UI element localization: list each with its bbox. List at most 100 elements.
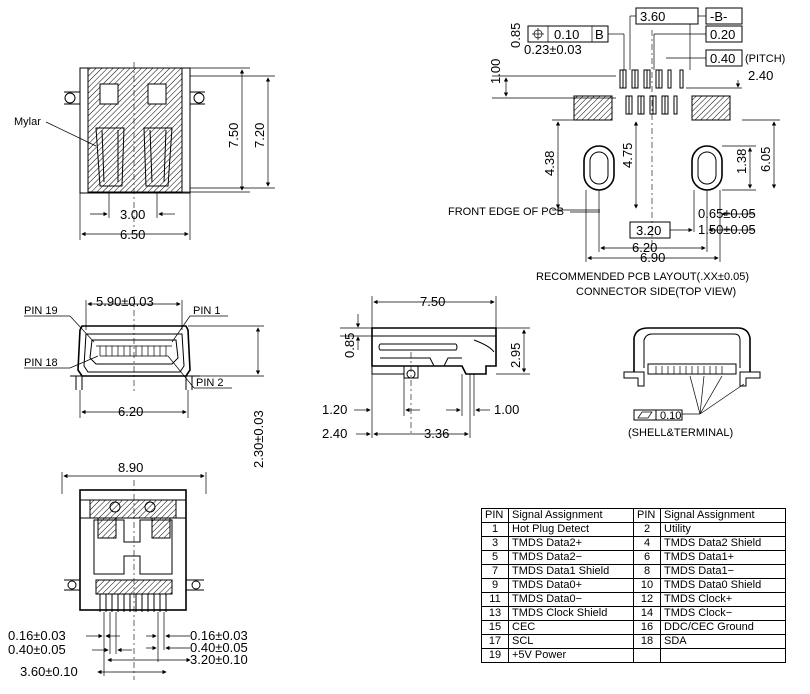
header-pin: PIN (481, 508, 509, 523)
side-dim-085: 0.85 (342, 333, 357, 358)
pin-number: 2 (633, 522, 661, 537)
bottom-dim-016-right: 0.16±0.03 (190, 628, 248, 643)
pin-signal: TMDS Data2+ (508, 536, 634, 551)
pcb-dim-150: 1.50±0.05 (698, 222, 756, 237)
table-row: 15 CEC 16 DDC/CEC Ground (481, 620, 786, 635)
pin-signal: CEC (508, 620, 634, 635)
side-dim-336: 3.36 (424, 426, 449, 441)
pin-number: 18 (633, 634, 661, 649)
pcb-dim-138: 1.38 (734, 149, 749, 174)
pin-signal: TMDS Data2− (508, 550, 634, 565)
pin19-label: PIN 19 (24, 305, 58, 317)
pcb-dim-023: 0.23±0.03 (524, 42, 582, 57)
top-view: Mylar 7.50 7.20 3.00 6.50 (14, 62, 275, 242)
table-row: 3 TMDS Data2+ 4 TMDS Data2 Shield (481, 536, 786, 551)
pin-number: 19 (481, 648, 509, 663)
table-row: 7 TMDS Data1 Shield 8 TMDS Data1− (481, 564, 786, 579)
pin-signal: SCL (508, 634, 634, 649)
pcb-dim-085: 0.85 (508, 23, 523, 48)
bottom-dim-top: 8.90 (118, 460, 143, 475)
pcb-dim-438: 4.38 (542, 151, 557, 176)
header-signal: Signal Assignment (660, 508, 786, 523)
front-dim-top: 5.90±0.03 (96, 294, 154, 309)
pin-number: 9 (481, 578, 509, 593)
pin-signal (660, 648, 786, 663)
front-view: PIN 19 PIN 1 PIN 18 PIN 2 5.90±0.03 6.20… (24, 294, 266, 468)
iso-flatness: 0.10 (660, 410, 681, 422)
dim-width: 6.50 (120, 227, 145, 242)
table-row: 5 TMDS Data2− 6 TMDS Data1+ (481, 550, 786, 565)
pin-number: 8 (633, 564, 661, 579)
pin-signal: TMDS Data2 Shield (660, 536, 786, 551)
pin-assignment-table: PIN Signal Assignment PIN Signal Assignm… (481, 508, 786, 663)
pin-number: 5 (481, 550, 509, 565)
side-dim-height: 2.95 (508, 343, 523, 368)
pcb-dim-020: 0.20 (710, 27, 735, 42)
pcb-dim-620: 6.20 (632, 240, 657, 255)
pin-signal: TMDS Clock− (660, 606, 786, 621)
pin-signal: Hot Plug Detect (508, 522, 634, 537)
pin-number: 12 (633, 592, 661, 607)
side-view: 7.50 0.85 2.95 1.20 1.00 2.40 3.36 (322, 294, 530, 441)
pcb-dim-360: 3.60 (640, 9, 665, 24)
mylar-label: Mylar (14, 116, 41, 128)
pin2-label: PIN 2 (196, 377, 224, 389)
pin18-label: PIN 18 (24, 357, 58, 369)
pin1-label: PIN 1 (193, 305, 221, 317)
table-row: 11 TMDS Data0− 12 TMDS Clock+ (481, 592, 786, 607)
front-dim-bottom: 6.20 (118, 404, 143, 419)
table-row: 9 TMDS Data0+ 10 TMDS Data0 Shield (481, 578, 786, 593)
pin-signal: SDA (660, 634, 786, 649)
table-row: 19 +5V Power (481, 648, 786, 663)
pcb-front-edge: FRONT EDGE OF PCB (448, 206, 564, 218)
pin-number: 1 (481, 522, 509, 537)
pcb-position-datum: B (595, 27, 604, 42)
bottom-dim-040-right: 0.40±0.05 (190, 640, 248, 655)
pcb-dim-040: 0.40 (710, 51, 735, 66)
dim-width-small: 3.00 (120, 207, 145, 222)
pin-number (633, 648, 661, 663)
pcb-dim-100: 1.00 (488, 59, 503, 84)
pin-number: 4 (633, 536, 661, 551)
pcb-dim-690: 6.90 (640, 250, 665, 265)
pin-signal: +5V Power (508, 648, 634, 663)
table-row: 1 Hot Plug Detect 2 Utility (481, 522, 786, 537)
pin-number: 16 (633, 620, 661, 635)
pin-number: 7 (481, 564, 509, 579)
pcb-dim-065: 0.65±0.05 (698, 206, 756, 221)
pcb-position-tol: 0.10 (554, 27, 579, 42)
pin-number: 13 (481, 606, 509, 621)
dim-height-inner: 7.50 (226, 123, 241, 148)
bottom-dim-016-left: 0.16±0.03 (8, 628, 66, 643)
pin-signal: Utility (660, 522, 786, 537)
pin-signal: TMDS Data1 Shield (508, 564, 634, 579)
iso-view: 0.10 (SHELL&TERMINAL) (623, 327, 761, 439)
pcb-caption2: CONNECTOR SIDE(TOP VIEW) (576, 286, 736, 298)
side-dim-120: 1.20 (322, 402, 347, 417)
table-row: 17 SCL 18 SDA (481, 634, 786, 649)
pin-signal: TMDS Data1− (660, 564, 786, 579)
pin-signal: TMDS Data0 Shield (660, 578, 786, 593)
pin-number: 11 (481, 592, 509, 607)
pin-signal: TMDS Data1+ (660, 550, 786, 565)
pcb-dim-240: 2.40 (748, 68, 773, 83)
pcb-caption1: RECOMMENDED PCB LAYOUT(.XX±0.05) (536, 271, 749, 283)
side-dim-240: 2.40 (322, 426, 347, 441)
pin-signal: TMDS Data0+ (508, 578, 634, 593)
pcb-layout: 3.60 -B- 0.10 B 0.20 0.40 (PITCH) 0.23±0… (448, 7, 785, 298)
bottom-dim-320: 3.20±0.10 (190, 652, 248, 667)
pin-signal: TMDS Data0− (508, 592, 634, 607)
pin-number: 6 (633, 550, 661, 565)
header-signal: Signal Assignment (508, 508, 634, 523)
pin-number: 14 (633, 606, 661, 621)
iso-note: (SHELL&TERMINAL) (628, 427, 733, 439)
pcb-dim-475: 4.75 (620, 143, 635, 168)
pin-signal: TMDS Clock+ (660, 592, 786, 607)
pin-signal: TMDS Clock Shield (508, 606, 634, 621)
pin-number: 17 (481, 634, 509, 649)
side-dim-length: 7.50 (420, 294, 445, 309)
bottom-view: 8.90 0.16±0.03 0.40±0.05 (8, 460, 248, 680)
pin-number: 10 (633, 578, 661, 593)
pcb-pitch: (PITCH) (745, 53, 785, 65)
